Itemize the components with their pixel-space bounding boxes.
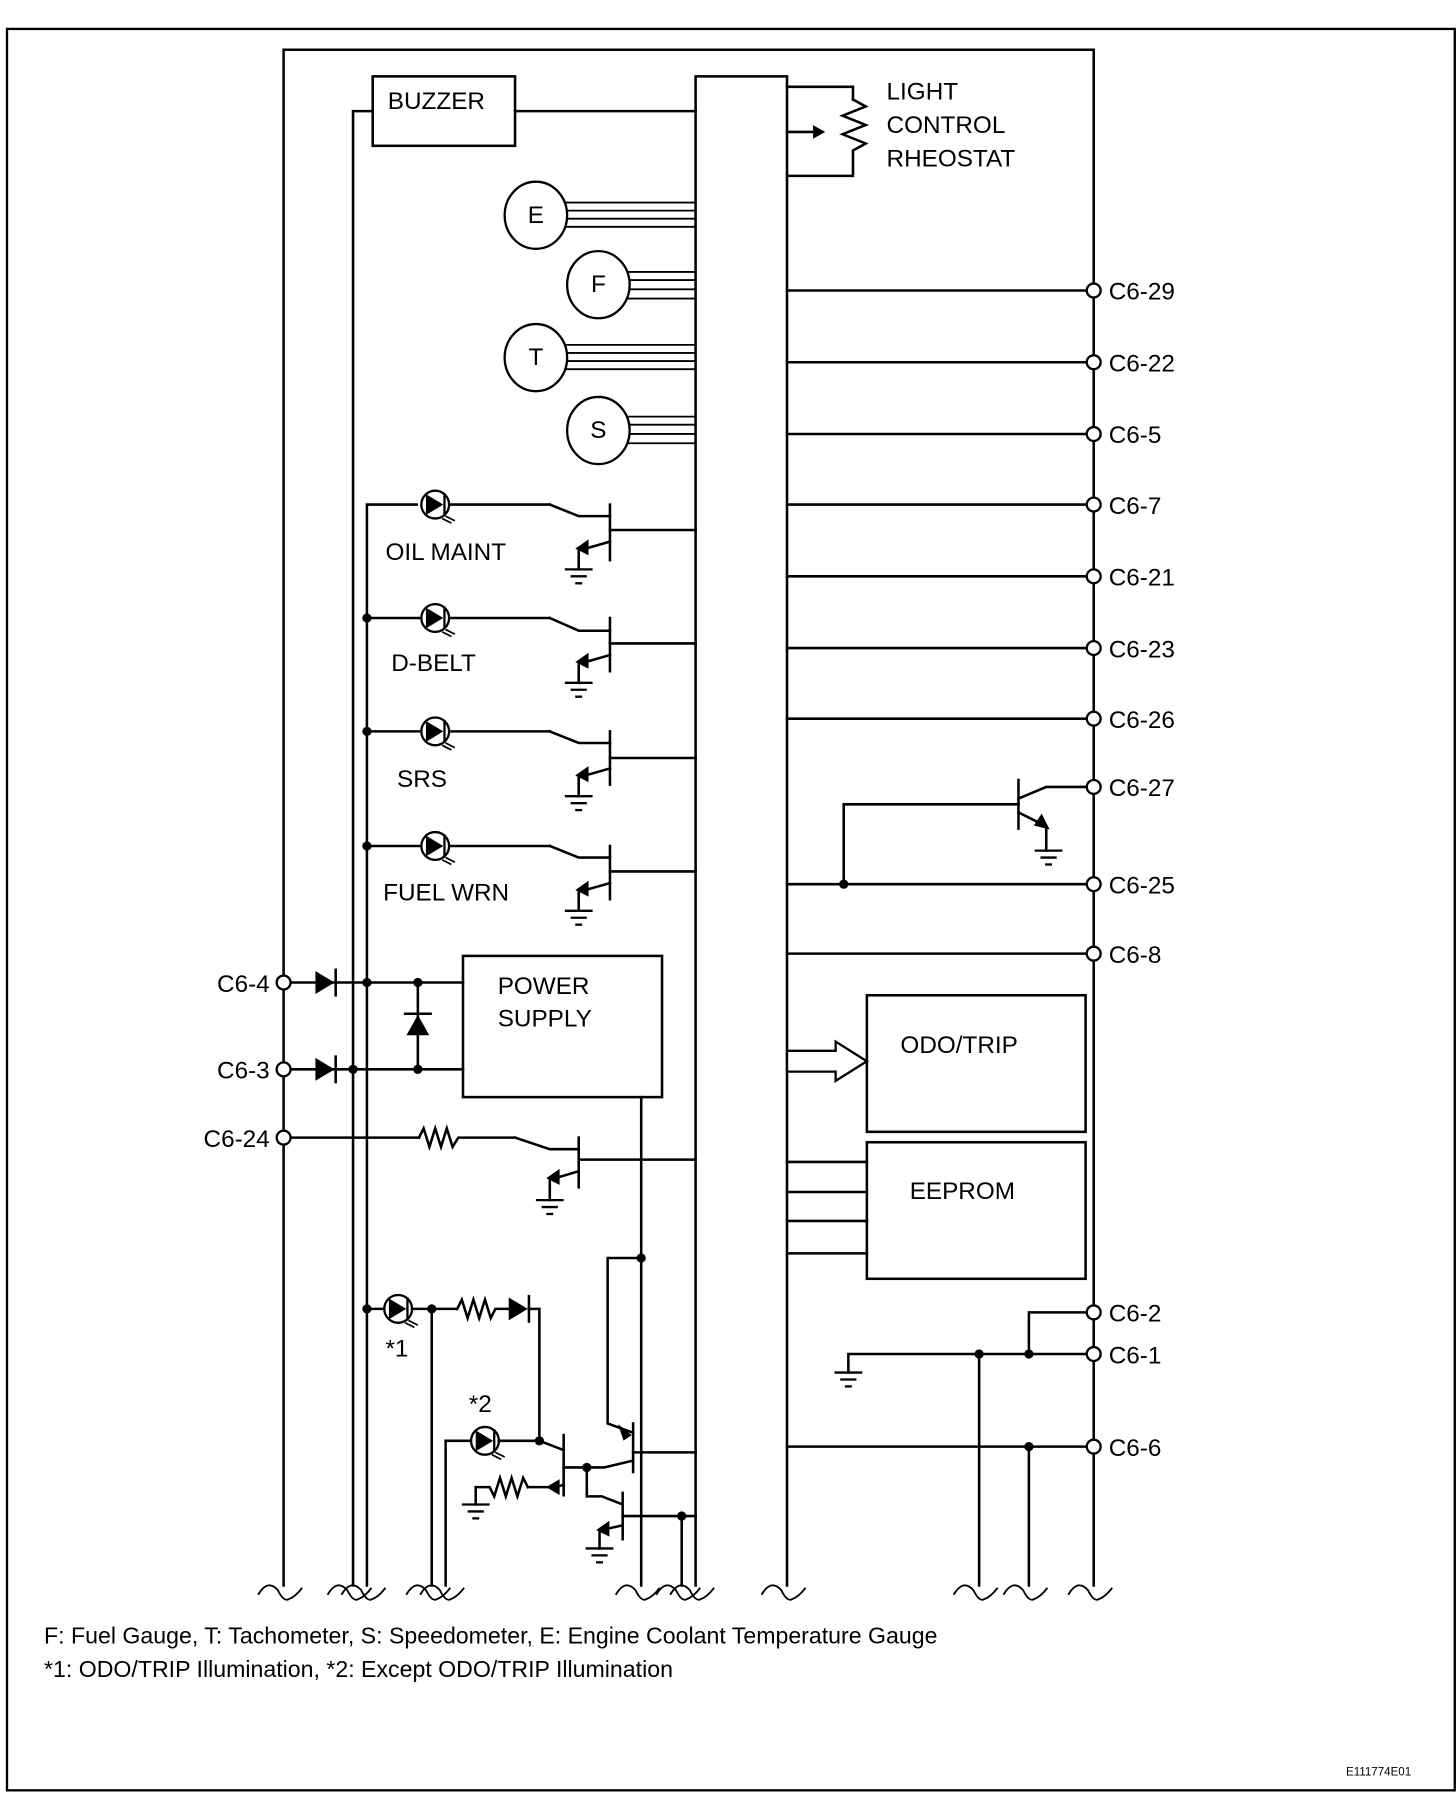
gauge-t: T <box>503 322 696 393</box>
indicator-fuel-wrn: FUEL WRN <box>362 830 697 926</box>
terminal-label: C6-2 <box>1109 1301 1162 1328</box>
power-supply-block: POWER SUPPLY <box>461 954 664 1587</box>
terminal-c6-3: C6-3 <box>217 1058 292 1085</box>
led-icon-odo-trip <box>383 1293 420 1329</box>
right-terminals: C6-29C6-22C6-5C6-7C6-21C6-23C6-26C6-27C6… <box>1085 279 1175 1462</box>
terminal-label: C6-1 <box>1109 1342 1162 1369</box>
gauge-f-label: F <box>591 271 606 298</box>
wire-break-mark <box>1002 1584 1049 1601</box>
terminal-c6-5: C6-5 <box>1085 422 1162 449</box>
outer-frame <box>5 27 1456 1792</box>
gauge-t-label: T <box>528 344 543 371</box>
wire-break-mark <box>952 1584 999 1601</box>
terminal-c6-7: C6-7 <box>1085 493 1162 520</box>
indicator-label: D-BELT <box>391 650 476 677</box>
wire-break-mark <box>614 1584 661 1601</box>
gauge-s: S <box>565 395 696 466</box>
terminal-label: C6-26 <box>1109 707 1175 734</box>
eeprom-block: EEPROM <box>785 1140 1087 1281</box>
indicator-d-belt: D-BELT <box>362 602 697 698</box>
rheostat-label-1: LIGHT <box>887 79 959 106</box>
indicator-label: FUEL WRN <box>383 879 509 906</box>
terminal-label: C6-7 <box>1109 493 1162 520</box>
terminal-label: C6-3 <box>217 1058 270 1085</box>
gauge-e: E <box>503 180 696 250</box>
illumination-mark-1: *1 <box>385 1335 408 1362</box>
ecu-bus <box>694 75 789 1587</box>
power-input-c6-4 <box>288 968 465 997</box>
indicator-label: SRS <box>397 766 447 793</box>
wire-break-mark <box>760 1584 807 1601</box>
terminal-c6-29: C6-29 <box>1085 279 1175 306</box>
power-supply-label-1: POWER <box>498 973 590 1000</box>
terminal-label: C6-23 <box>1109 636 1175 663</box>
indicator-oil-maint: OIL MAINT <box>385 489 697 585</box>
terminal-c6-23: C6-23 <box>1085 636 1175 663</box>
odo-trip-label: ODO/TRIP <box>900 1032 1017 1059</box>
terminal-c6-4: C6-4 <box>217 971 292 998</box>
odo-trip-block: ODO/TRIP <box>785 993 1087 1134</box>
buzzer-label: BUZZER <box>388 88 485 115</box>
terminal-c6-1: C6-1 <box>1085 1342 1162 1369</box>
gauge-e-label: E <box>528 202 544 229</box>
power-input-c6-3 <box>288 1055 465 1084</box>
terminal-c6-8: C6-8 <box>1085 942 1162 969</box>
led-icon-except-odo-trip <box>469 1425 506 1461</box>
right-connector-lines <box>785 289 1090 1448</box>
terminal-c6-24: C6-24 <box>204 1126 292 1153</box>
buzzer-block: BUZZER <box>351 75 697 1587</box>
eeprom-label: EEPROM <box>910 1178 1015 1205</box>
led-icon <box>420 830 457 866</box>
meter-boundary <box>282 48 1095 1587</box>
terminal-label: C6-22 <box>1109 350 1175 377</box>
wire-break-mark <box>1067 1584 1113 1601</box>
led-icon <box>420 489 457 525</box>
gauge-f: F <box>565 249 696 320</box>
wire-break-mark <box>419 1584 465 1601</box>
power-supply-label-2: SUPPLY <box>498 1006 592 1033</box>
terminal-label: C6-5 <box>1109 422 1162 449</box>
ground-section <box>833 1311 1090 1587</box>
terminal-label: C6-21 <box>1109 565 1175 592</box>
gauge-s-label: S <box>590 417 606 444</box>
drawing-id: E111774E01 <box>1346 1766 1411 1778</box>
illumination-circuit: *1 *2 <box>362 1253 697 1587</box>
terminal-c6-2: C6-2 <box>1085 1301 1162 1328</box>
terminal-label: C6-29 <box>1109 279 1175 306</box>
terminal-c6-25: C6-25 <box>1085 872 1175 899</box>
illumination-mark-2: *2 <box>469 1391 492 1418</box>
wire-break-mark <box>257 1584 303 1601</box>
wire-break-marks <box>257 1584 1113 1601</box>
terminal-c6-6: C6-6 <box>1085 1435 1162 1462</box>
left-terminals: C6-4C6-3C6-24 <box>204 971 292 1153</box>
terminal-c6-21: C6-21 <box>1085 565 1175 592</box>
indicator-supply-rail <box>365 503 418 1587</box>
wire-break-mark <box>669 1584 715 1601</box>
terminal-c6-26: C6-26 <box>1085 707 1175 734</box>
rheostat-label-3: RHEOSTAT <box>887 146 1016 173</box>
led-icon <box>420 602 457 638</box>
terminal-label: C6-27 <box>1109 775 1175 802</box>
terminal-label: C6-6 <box>1109 1435 1162 1462</box>
terminal-label: C6-8 <box>1109 942 1162 969</box>
output-transistor-c6-27 <box>839 778 1090 889</box>
terminal-c6-27: C6-27 <box>1085 775 1175 802</box>
protection-diode <box>403 981 432 1071</box>
light-control-rheostat: LIGHT CONTROL RHEOSTAT <box>785 79 1016 178</box>
terminal-label: C6-4 <box>217 971 270 998</box>
indicator-label: OIL MAINT <box>385 539 506 566</box>
terminal-label: C6-24 <box>204 1126 270 1153</box>
terminal-c6-22: C6-22 <box>1085 350 1175 377</box>
footnote-legend: F: Fuel Gauge, T: Tachometer, S: Speedom… <box>44 1622 937 1648</box>
footnote-illumination: *1: ODO/TRIP Illumination, *2: Except OD… <box>44 1656 673 1682</box>
rheostat-label-2: CONTROL <box>887 112 1006 139</box>
wire-break-mark <box>340 1584 387 1601</box>
led-icon <box>420 716 457 752</box>
indicator-srs: SRS <box>362 716 697 812</box>
terminal-label: C6-25 <box>1109 872 1175 899</box>
input-c6-24 <box>288 1124 697 1216</box>
